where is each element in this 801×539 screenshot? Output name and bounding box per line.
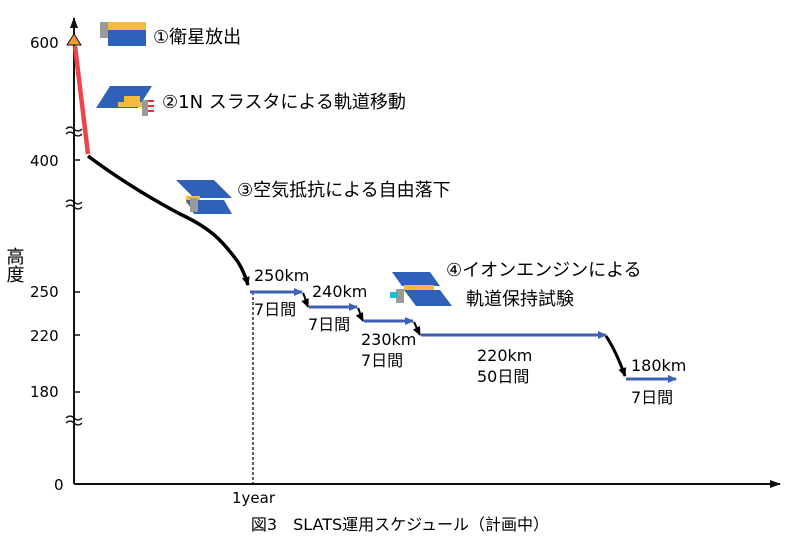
segment-altitude-label: 220km bbox=[477, 346, 532, 365]
axis-break-mark bbox=[65, 126, 83, 137]
segment-duration-label: 50日間 bbox=[477, 367, 529, 386]
satellite-thruster-icon bbox=[96, 86, 154, 116]
stage-4-label-line2: 軌道保持試験 bbox=[466, 289, 574, 310]
axis-break-mark bbox=[65, 199, 83, 210]
y-tick-label: 180 bbox=[30, 383, 59, 401]
segment-duration-label: 7日間 bbox=[631, 388, 673, 407]
drop-arrow bbox=[355, 307, 364, 322]
x-tick-label: 1year bbox=[232, 489, 276, 507]
segment-duration-label: 7日間 bbox=[308, 315, 350, 334]
drop-arrow bbox=[301, 292, 309, 308]
satellite-ion-engine-icon bbox=[390, 272, 452, 306]
segment-altitude-label: 250km bbox=[254, 266, 309, 285]
release-marker-icon bbox=[66, 33, 82, 46]
segment-duration-label: 7日間 bbox=[254, 300, 296, 319]
thruster-descent-line bbox=[72, 45, 91, 155]
axis-break-mark bbox=[65, 415, 83, 426]
satellite-drag-icon bbox=[176, 180, 232, 214]
segment-altitude-label: 230km bbox=[361, 330, 416, 349]
segment-altitude-label: 240km bbox=[312, 282, 367, 301]
segment-altitude-label: 180km bbox=[631, 356, 686, 375]
y-tick-label: 400 bbox=[30, 152, 59, 170]
segment-duration-label: 7日間 bbox=[361, 351, 403, 370]
stage-2-label: ②1N スラスタによる軌道移動 bbox=[162, 92, 406, 113]
y-tick-label: 600 bbox=[30, 34, 59, 52]
drop-arrow bbox=[412, 321, 421, 336]
satellite-release-icon bbox=[100, 22, 146, 46]
figure-caption: 図3 SLATS運用スケジュール（計画中） bbox=[251, 515, 549, 534]
drop-arrow bbox=[604, 335, 627, 377]
y-tick-label: 250 bbox=[30, 283, 59, 301]
y-tick-label: 220 bbox=[30, 327, 59, 345]
free-fall-curve bbox=[86, 154, 250, 286]
y-tick-label: 0 bbox=[54, 476, 64, 494]
stage-3-label: ③空気抵抗による自由落下 bbox=[237, 180, 451, 201]
stage-1-label: ①衛星放出 bbox=[153, 27, 241, 48]
y-axis-label: 高度 bbox=[4, 247, 25, 283]
stage-4-label-line1: ④イオンエンジンによる bbox=[446, 260, 642, 281]
